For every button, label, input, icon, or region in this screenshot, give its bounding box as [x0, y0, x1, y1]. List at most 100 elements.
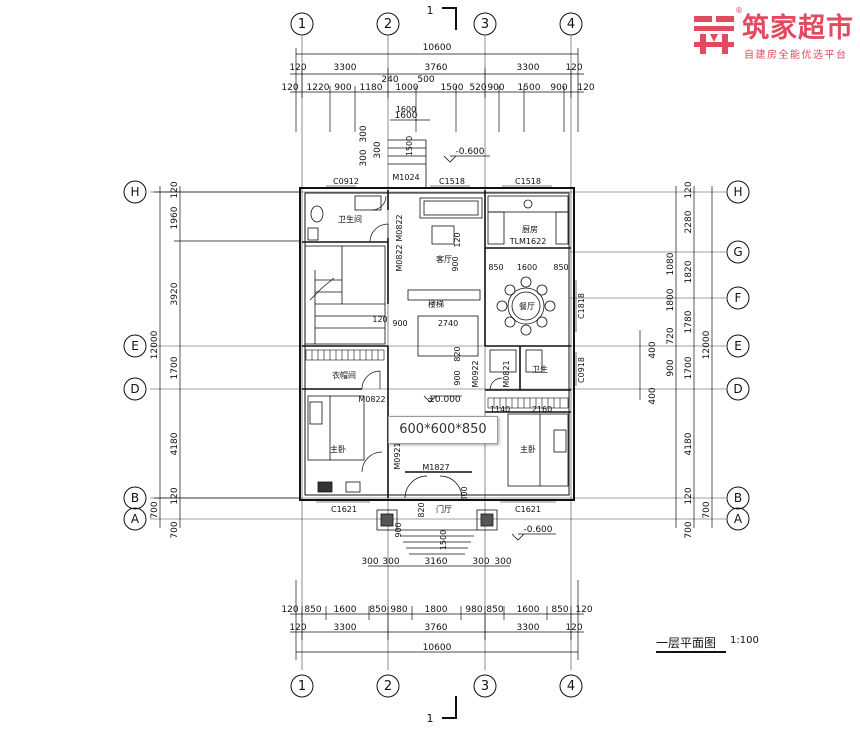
dim-left-seg-2: 3920 [170, 282, 180, 305]
opening-c0912: C0912 [333, 177, 359, 186]
dim-bottom-r1-9: 850 [551, 605, 568, 615]
dim-right-seg-4: 1800 [666, 288, 676, 311]
room-bedroom-left: 主卧 [330, 444, 346, 454]
dim-top-r2-3: 3300 [517, 63, 540, 73]
axis-label-3-top: 3 [481, 17, 489, 32]
opening-c1621a: C1621 [331, 505, 357, 514]
room-bath-small: 卫生 [532, 364, 548, 374]
opening-m0821: M0821 [502, 360, 511, 387]
dim-right-seg-5: 1780 [684, 310, 694, 333]
opening-m0822b: M0822 [395, 244, 404, 271]
axis-label-H-left: H [130, 185, 139, 199]
dim-right-seg-7: 400 [648, 341, 658, 358]
inner-dim-4: 850 [488, 263, 503, 272]
dim-bottom-r1-7: 850 [486, 605, 503, 615]
level-markers [423, 155, 556, 541]
title-underline [656, 651, 726, 653]
axis-label-B-left: B [131, 491, 139, 505]
dim-top-extra-2: 1600 [395, 111, 418, 121]
axis-label-A-right: A [734, 512, 743, 526]
windows [316, 185, 577, 503]
inner-dim-16: 820 [417, 502, 426, 517]
inner-dim-3: 900 [451, 256, 460, 271]
opening-m0822c: M0822 [358, 395, 385, 404]
inner-dim-9: 2740 [438, 319, 458, 328]
room-cloakroom: 衣帽间 [332, 370, 356, 380]
dim-top-r3-5: 1500 [441, 83, 464, 93]
axis-label-2-bottom: 2 [384, 679, 392, 694]
dim-bottom-stair-2: 3160 [425, 557, 448, 567]
dim-bottom-r2-2: 3760 [425, 623, 448, 633]
opening-c1621b: C1621 [515, 505, 541, 514]
axis-label-F-right: F [735, 291, 742, 305]
axis-label-E-right: E [734, 339, 742, 353]
drawing-title: 一层平面图 [656, 636, 717, 650]
dim-top-r3-2: 900 [334, 83, 351, 93]
dim-bottom-r1-3: 850 [369, 605, 386, 615]
dim-bottom-r2-4: 120 [565, 623, 582, 633]
opening-m0921: M0921 [393, 442, 402, 469]
logo-icon [694, 16, 734, 54]
axis-bubbles-top [290, 12, 583, 36]
axis-label-3-bottom: 3 [481, 679, 489, 694]
dim-bottom-stair-3: 300 [472, 557, 489, 567]
dim-right-total: 12000 [702, 330, 712, 359]
dim-left-seg-7: 700 [170, 521, 180, 538]
dim-top-r2-4: 120 [565, 63, 582, 73]
level-floor: ±0.000 [427, 395, 461, 405]
dim-top-r2-1: 3300 [334, 63, 357, 73]
dim-left-seg-5: 120 [170, 487, 180, 504]
dim-top-extra-5: 300 [373, 141, 383, 158]
dim-bottom-stair-0: 300 [361, 557, 378, 567]
axis-bubbles-bottom [290, 674, 583, 698]
room-bathroom: 卫生间 [338, 214, 362, 224]
dim-bottom-total: 10600 [423, 643, 452, 653]
inner-dim-0: 1600 [396, 105, 416, 114]
dim-bottom-r1-0: 120 [281, 605, 298, 615]
inner-dim-6: 850 [553, 263, 568, 272]
dim-top-r3-4: 1000 [396, 83, 419, 93]
door-swings [361, 195, 503, 499]
registered-mark: ® [735, 6, 743, 15]
dim-right-seg-3: 1820 [684, 260, 694, 283]
dimension-lines-top [290, 48, 584, 132]
axis-label-D-left: D [130, 382, 139, 396]
dim-right-seg-12: 120 [684, 487, 694, 504]
axis-label-4-top: 4 [567, 17, 575, 32]
level-upper: -0.600 [455, 147, 484, 157]
opening-m1827: M1827 [422, 463, 449, 472]
inner-dim-12: 1140 [490, 405, 510, 414]
dim-left-seg-1: 1960 [170, 206, 180, 229]
dim-right-seg-8: 900 [666, 359, 676, 376]
drawing-title-block: 一层平面图 1:100 [656, 634, 764, 658]
room-bedroom-right: 主卧 [520, 444, 536, 454]
outer-walls [299, 187, 575, 501]
bed-left [307, 395, 365, 461]
opening-c1818: C1818 [577, 293, 586, 319]
inner-dim-11: 900 [453, 370, 462, 385]
axis-label-E-left: E [131, 339, 139, 353]
room-dining: 餐厅 [519, 302, 535, 311]
dimension-lines-bottom [290, 565, 584, 660]
inner-dim-5: 1600 [517, 263, 537, 272]
drawing-scale: 1:100 [730, 635, 759, 646]
opening-c0918: C0918 [577, 357, 586, 383]
dim-right-seg-14: 700 [684, 521, 694, 538]
opening-c1518b: C1518 [515, 177, 541, 186]
inner-dim-7: 120 [372, 315, 387, 324]
logo-title: 筑家超市 [742, 13, 854, 44]
dim-top-extra-0: 240 [381, 75, 398, 85]
dimension-lines-right [639, 186, 713, 528]
axis-bubbles-left [123, 180, 147, 531]
dim-right-seg-13: 700 [702, 501, 712, 518]
dim-left-seg-0: 120 [170, 181, 180, 198]
stair-block [304, 245, 386, 345]
dim-bottom-r2-0: 120 [289, 623, 306, 633]
dim-top-total: 10600 [423, 43, 452, 53]
dim-right-seg-6: 720 [666, 327, 676, 344]
dim-bottom-stair-1: 300 [382, 557, 399, 567]
inner-dim-8: 900 [392, 319, 407, 328]
brand-logo: ® 筑家超市 自建房全能优选平台 [692, 6, 860, 62]
dim-right-seg-2: 1080 [666, 252, 676, 275]
